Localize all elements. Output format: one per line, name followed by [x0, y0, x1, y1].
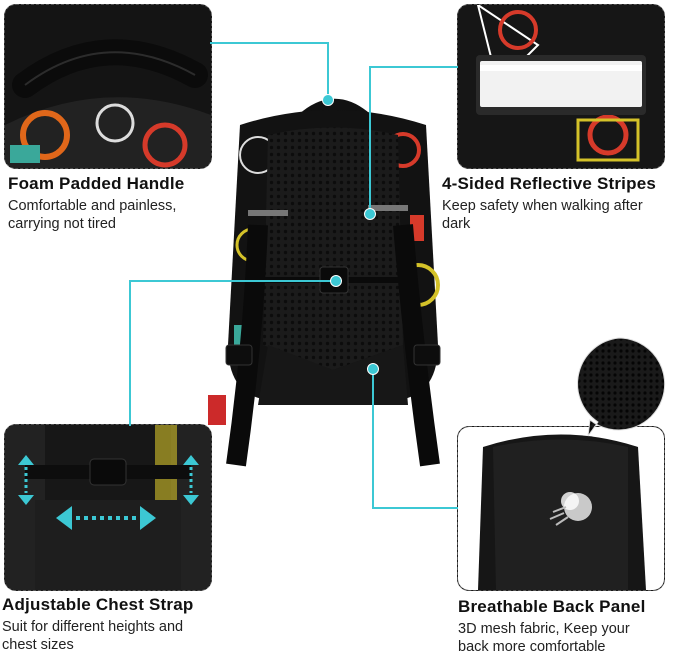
feature-description: Keep safety when walking after dark — [442, 198, 643, 232]
reflective-stripe-pointer-dot — [364, 208, 376, 220]
feature-description: Comfortable and painless, carrying not t… — [8, 198, 177, 232]
feature-title: Foam Padded Handle — [8, 174, 185, 193]
vertical-adjust-arrows-icon — [183, 455, 199, 505]
mesh-fabric-magnifier-image — [570, 336, 668, 440]
feature-title: Breathable Back Panel — [458, 597, 646, 616]
connector-line — [327, 42, 329, 98]
connector-line — [210, 42, 328, 44]
adjust-arrows-icon — [54, 503, 158, 533]
handle-closeup-image — [4, 4, 212, 169]
connector-line — [372, 507, 458, 509]
connector-line — [370, 66, 458, 68]
connector-line — [129, 280, 131, 426]
vertical-adjust-arrows-icon — [18, 455, 34, 505]
chest-strap-pointer-dot — [330, 275, 342, 287]
back-panel-closeup-image — [457, 426, 665, 591]
feature-title: Adjustable Chest Strap — [2, 595, 194, 614]
feature-title: 4-Sided Reflective Stripes — [442, 174, 656, 193]
chest-strap-closeup-image — [4, 424, 212, 591]
handle-pointer-dot — [322, 94, 334, 106]
back-panel-pointer-dot — [367, 363, 379, 375]
connector-line — [369, 66, 371, 214]
feature-description: 3D mesh fabric, Keep your back more comf… — [458, 621, 630, 655]
backpack-image — [198, 95, 468, 495]
connector-line — [372, 368, 374, 508]
feature-description: Suit for different heights and chest siz… — [2, 619, 184, 653]
reflective-stripe-closeup-image — [457, 4, 665, 169]
connector-line — [130, 280, 335, 282]
